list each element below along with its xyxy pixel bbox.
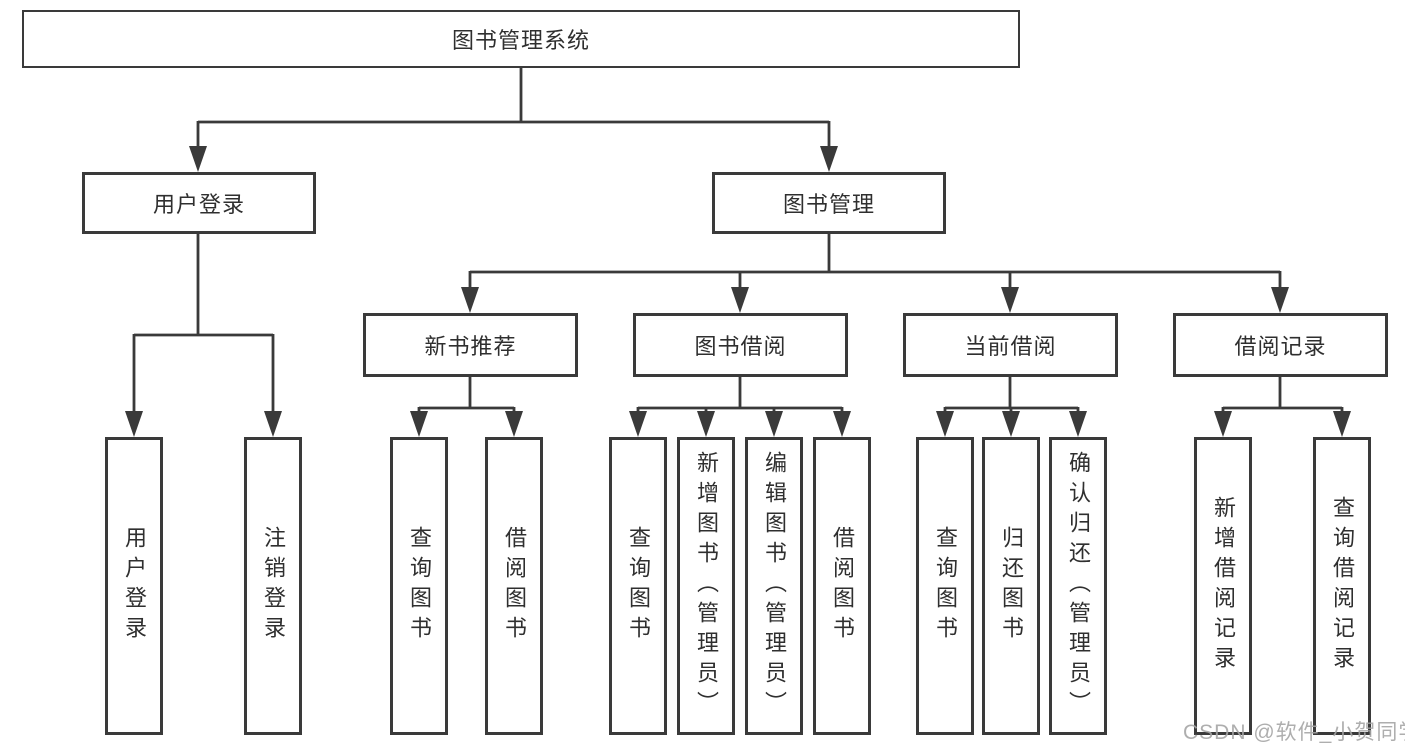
arrowhead bbox=[629, 411, 647, 437]
node-rec-add-record: 新增借阅记录 bbox=[1194, 437, 1252, 735]
arrowhead bbox=[833, 411, 851, 437]
node-library-system-label: 图书管理系统 bbox=[451, 28, 590, 53]
node-cb-query-book-label: 查询图书 bbox=[933, 526, 958, 646]
node-rec-query-record-label: 查询借阅记录 bbox=[1330, 496, 1355, 676]
node-borrow-records: 借阅记录 bbox=[1173, 313, 1388, 377]
arrowhead bbox=[461, 287, 479, 313]
arrowhead bbox=[1001, 287, 1019, 313]
node-current-borrow-label: 当前借阅 bbox=[964, 334, 1057, 359]
node-bb-edit-book-admin-label: 编辑图书（管理员） bbox=[762, 451, 787, 721]
node-cb-query-book: 查询图书 bbox=[916, 437, 974, 735]
node-user-login: 用户登录 bbox=[105, 437, 163, 735]
node-nb-query-book: 查询图书 bbox=[390, 437, 448, 735]
arrowhead bbox=[1333, 411, 1351, 437]
node-new-book-recommend-label: 新书推荐 bbox=[424, 334, 517, 359]
csdn-watermark: CSDN @软件_小贺同学 bbox=[1183, 721, 1405, 744]
node-new-book-recommend: 新书推荐 bbox=[363, 313, 578, 377]
arrowhead bbox=[264, 411, 282, 437]
node-bb-borrow-book-label: 借阅图书 bbox=[830, 526, 855, 646]
arrowhead bbox=[936, 411, 954, 437]
node-rec-add-record-label: 新增借阅记录 bbox=[1211, 496, 1236, 676]
node-cb-confirm-return-admin: 确认归还（管理员） bbox=[1049, 437, 1107, 735]
node-rec-query-record: 查询借阅记录 bbox=[1313, 437, 1371, 735]
node-bb-query-book: 查询图书 bbox=[609, 437, 667, 735]
node-user-login-group-label: 用户登录 bbox=[152, 192, 245, 217]
node-nb-query-book-label: 查询图书 bbox=[407, 526, 432, 646]
node-user-login-label: 用户登录 bbox=[122, 526, 147, 646]
node-borrow-records-label: 借阅记录 bbox=[1234, 334, 1327, 359]
node-bb-add-book-admin-label: 新增图书（管理员） bbox=[694, 451, 719, 721]
node-book-borrow: 图书借阅 bbox=[633, 313, 848, 377]
node-bb-borrow-book: 借阅图书 bbox=[813, 437, 871, 735]
node-bb-add-book-admin: 新增图书（管理员） bbox=[677, 437, 735, 735]
arrowhead bbox=[505, 411, 523, 437]
node-bb-edit-book-admin: 编辑图书（管理员） bbox=[745, 437, 803, 735]
node-cb-return-book-label: 归还图书 bbox=[999, 526, 1024, 646]
arrowhead bbox=[1214, 411, 1232, 437]
arrowhead bbox=[731, 287, 749, 313]
arrowhead bbox=[765, 411, 783, 437]
node-book-borrow-label: 图书借阅 bbox=[694, 334, 787, 359]
node-nb-borrow-book-label: 借阅图书 bbox=[502, 526, 527, 646]
node-bb-query-book-label: 查询图书 bbox=[626, 526, 651, 646]
arrowhead bbox=[1069, 411, 1087, 437]
arrowhead bbox=[125, 411, 143, 437]
arrowhead bbox=[697, 411, 715, 437]
arrowhead bbox=[1271, 287, 1289, 313]
arrowhead bbox=[820, 146, 838, 172]
arrowhead bbox=[189, 146, 207, 172]
node-book-management-label: 图书管理 bbox=[782, 192, 875, 217]
node-book-management: 图书管理 bbox=[712, 172, 946, 234]
node-nb-borrow-book: 借阅图书 bbox=[485, 437, 543, 735]
node-logout: 注销登录 bbox=[244, 437, 302, 735]
arrowhead bbox=[1002, 411, 1020, 437]
node-user-login-group: 用户登录 bbox=[82, 172, 316, 234]
node-logout-label: 注销登录 bbox=[261, 526, 286, 646]
node-cb-confirm-return-admin-label: 确认归还（管理员） bbox=[1066, 451, 1091, 721]
node-cb-return-book: 归还图书 bbox=[982, 437, 1040, 735]
node-current-borrow: 当前借阅 bbox=[903, 313, 1118, 377]
arrowhead bbox=[410, 411, 428, 437]
node-library-system: 图书管理系统 bbox=[22, 10, 1020, 68]
